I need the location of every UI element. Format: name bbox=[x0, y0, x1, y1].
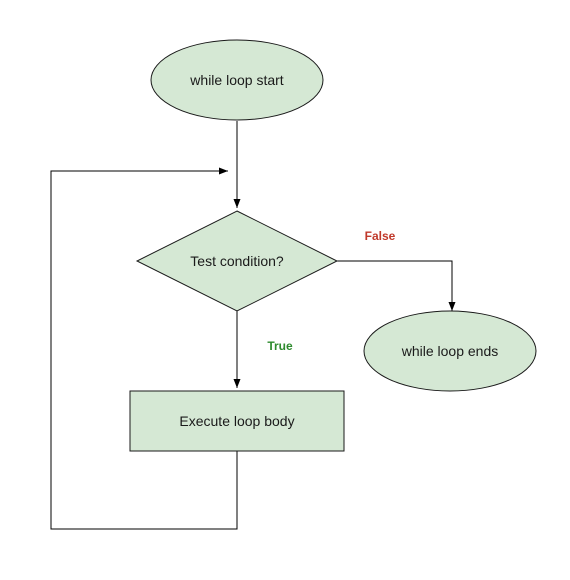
body-rectangle bbox=[129, 390, 345, 452]
start-ellipse bbox=[150, 39, 324, 121]
node-condition: Test condition? bbox=[135, 210, 339, 312]
node-start: while loop start bbox=[150, 39, 324, 121]
node-body: Execute loop body bbox=[129, 390, 345, 452]
node-end: while loop ends bbox=[363, 310, 537, 392]
false-label: False bbox=[365, 229, 396, 243]
condition-diamond bbox=[135, 210, 339, 312]
edge-loop-back bbox=[50, 167, 238, 530]
start-label: while loop start bbox=[189, 72, 283, 88]
end-ellipse bbox=[363, 310, 537, 392]
condition-label: Test condition? bbox=[190, 253, 284, 269]
edge-false-to-end bbox=[337, 260, 456, 311]
edges bbox=[50, 121, 456, 530]
end-label: while loop ends bbox=[401, 343, 499, 359]
body-label: Execute loop body bbox=[179, 413, 294, 429]
true-label: True bbox=[267, 339, 293, 353]
